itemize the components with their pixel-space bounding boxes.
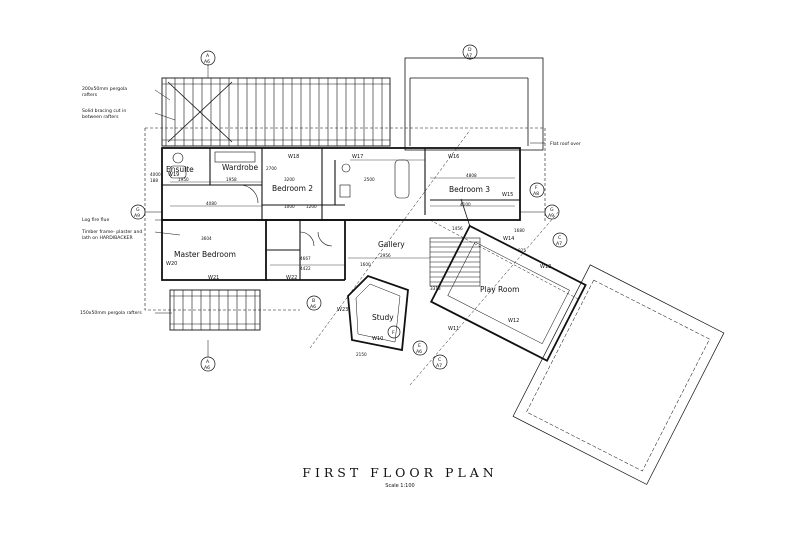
section-g-left: G [136, 207, 140, 213]
section-a8: A8 [533, 191, 539, 197]
section-a6-top: A6 [204, 59, 210, 65]
main-walls [161, 147, 521, 281]
dim-1950: 1950 [178, 177, 189, 182]
dim-1456: 1456 [452, 226, 463, 231]
window-w11: W11 [448, 326, 459, 332]
room-label-ensuite: Ensuite [166, 165, 194, 174]
window-w13: W13 [540, 264, 551, 270]
note-log-fire-flue: Log fire flue [82, 217, 109, 223]
note-pergola-rafters-bottom: 150x50mm pergola rafters [80, 310, 142, 316]
dim-4422: 4422 [300, 266, 311, 271]
section-d-top: D [468, 47, 472, 53]
window-w22: W22 [286, 275, 297, 281]
section-a7-right: A7 [556, 241, 562, 247]
window-w19: W19 [168, 172, 179, 178]
flat-roof-area [404, 57, 544, 151]
section-c-bottom: C [438, 357, 441, 363]
section-a-top: A [206, 53, 210, 59]
window-w20: W20 [166, 261, 177, 267]
dim-1200: 1200 [306, 204, 317, 209]
dim-2150: 2150 [356, 352, 367, 357]
section-f: F [535, 185, 538, 191]
window-w14: W14 [503, 236, 514, 242]
internal-walls [162, 148, 520, 280]
stair [429, 237, 481, 287]
room-label-bedroom-2: Bedroom 2 [272, 184, 313, 193]
pergola-bottom [169, 289, 261, 331]
room-label-gallery: Gallery [378, 240, 405, 249]
dim-1600: 1600 [360, 262, 371, 267]
dim-3313: 3313 [430, 286, 441, 291]
note-timber-frame-line2: lath on HARDIBACKER [82, 235, 133, 241]
section-a6-e: A6 [416, 349, 422, 355]
section-a6-b: A6 [310, 304, 316, 310]
window-w10: W10 [372, 336, 383, 342]
section-a7-top: A7 [466, 53, 472, 59]
section-e: E [418, 343, 421, 349]
study-block [347, 274, 409, 352]
section-a6-bottom: A6 [204, 365, 210, 371]
dim-2700: 2700 [266, 166, 277, 171]
window-w15: W15 [502, 192, 513, 198]
dimension-lines [170, 159, 515, 266]
dim-1958: 1958 [226, 177, 237, 182]
drawing-scale: Scale 1:100 [385, 483, 415, 489]
section-markers [130, 44, 568, 372]
dim-4667: 4667 [300, 256, 311, 261]
section-b: B [312, 298, 315, 304]
section-a-bottom: A [206, 359, 210, 365]
window-w23: W23 [337, 307, 348, 313]
window-w17: W17 [352, 154, 363, 160]
room-label-wardrobe: Wardrobe [222, 163, 259, 172]
dim-1000: 1000 [284, 204, 295, 209]
drawing-title: FIRST FLOOR PLAN [302, 465, 498, 480]
note-pergola-rafters-line2: rafters [82, 92, 98, 98]
window-w12: W12 [508, 318, 519, 324]
dim-4100: 4100 [460, 202, 471, 207]
note-solid-bracing-line2: between rafters [82, 114, 119, 120]
room-label-bedroom-3: Bedroom 3 [449, 185, 490, 194]
section-leaders [145, 58, 545, 357]
room-label-master-bedroom: Master Bedroom [174, 250, 236, 259]
section-f-study: F [392, 330, 395, 336]
roof-outline-dashed [144, 127, 546, 311]
note-flat-roof-over: Flat roof over [550, 141, 581, 147]
section-a7-bottom: A7 [436, 363, 442, 369]
playroom-wing [429, 198, 725, 485]
window-w21: W21 [208, 275, 219, 281]
section-a9-right: A9 [548, 213, 554, 219]
room-label-play-room: Play Room [480, 285, 519, 294]
dim-1680: 1680 [514, 228, 525, 233]
section-a9-left: A9 [134, 213, 140, 219]
note-timber-frame-line1: Timber frame- plaster and [81, 229, 142, 235]
dim-925: 925 [518, 248, 526, 253]
pergola-top [161, 77, 391, 147]
dim-188: 188 [150, 178, 158, 183]
dim-3200: 3200 [284, 177, 295, 182]
section-g-right: G [550, 207, 554, 213]
section-c-right: C [558, 235, 561, 241]
dim-4000: 4000 [150, 172, 161, 177]
dim-2500: 2500 [364, 177, 375, 182]
room-label-study: Study [372, 313, 394, 322]
fixtures [169, 151, 410, 247]
window-w16: W16 [448, 154, 459, 160]
note-pergola-rafters-line1: 200x50mm pergola [82, 86, 127, 92]
window-w18: W18 [288, 154, 299, 160]
note-solid-bracing-line1: Solid bracing cut in [82, 108, 126, 114]
dim-2956: 2956 [380, 253, 391, 258]
dim-3604: 3604 [201, 236, 212, 241]
dim-4808: 4808 [466, 173, 477, 178]
diagonal-roof-lines [309, 129, 581, 386]
dim-4080: 4080 [206, 201, 217, 206]
